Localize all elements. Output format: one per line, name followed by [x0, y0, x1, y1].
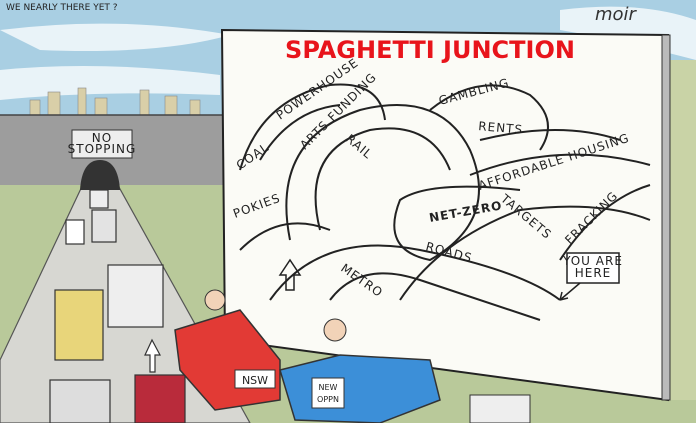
road-arrow-icon — [144, 338, 161, 373]
no-stopping-sign — [71, 129, 133, 159]
you-are-here-sign — [566, 252, 620, 284]
billboard-title: SPAGHETTI JUNCTION — [285, 36, 575, 64]
up-arrow-icon — [278, 258, 302, 291]
tunnel — [80, 160, 120, 190]
clouds — [0, 6, 696, 101]
traffic — [49, 189, 186, 423]
you-are-here-text-1: YOU ARE — [562, 254, 623, 268]
label-rents: RENTS — [478, 119, 524, 137]
blue-car: NEW OPPN — [279, 318, 441, 423]
billboard: SPAGHETTI JUNCTION POWERHOUSE GAMBLING A… — [220, 28, 671, 402]
yellow-car — [54, 289, 104, 361]
red-car: NSW — [174, 289, 281, 411]
junction-roads — [239, 83, 651, 321]
pointer-arrow-icon — [559, 282, 581, 301]
you-are-here-text-2: HERE — [575, 266, 612, 280]
blue-car-plate-2: OPPN — [317, 395, 339, 404]
red-car-plate: NSW — [242, 374, 268, 387]
caption: WE NEARLY THERE YET ? — [6, 3, 118, 13]
signature: moir — [595, 4, 638, 25]
van — [107, 264, 164, 328]
no-stopping-text-1: NO — [92, 131, 112, 145]
no-stopping-text-2: STOPPING — [68, 142, 137, 156]
blue-car-plate-1: NEW — [319, 383, 338, 392]
